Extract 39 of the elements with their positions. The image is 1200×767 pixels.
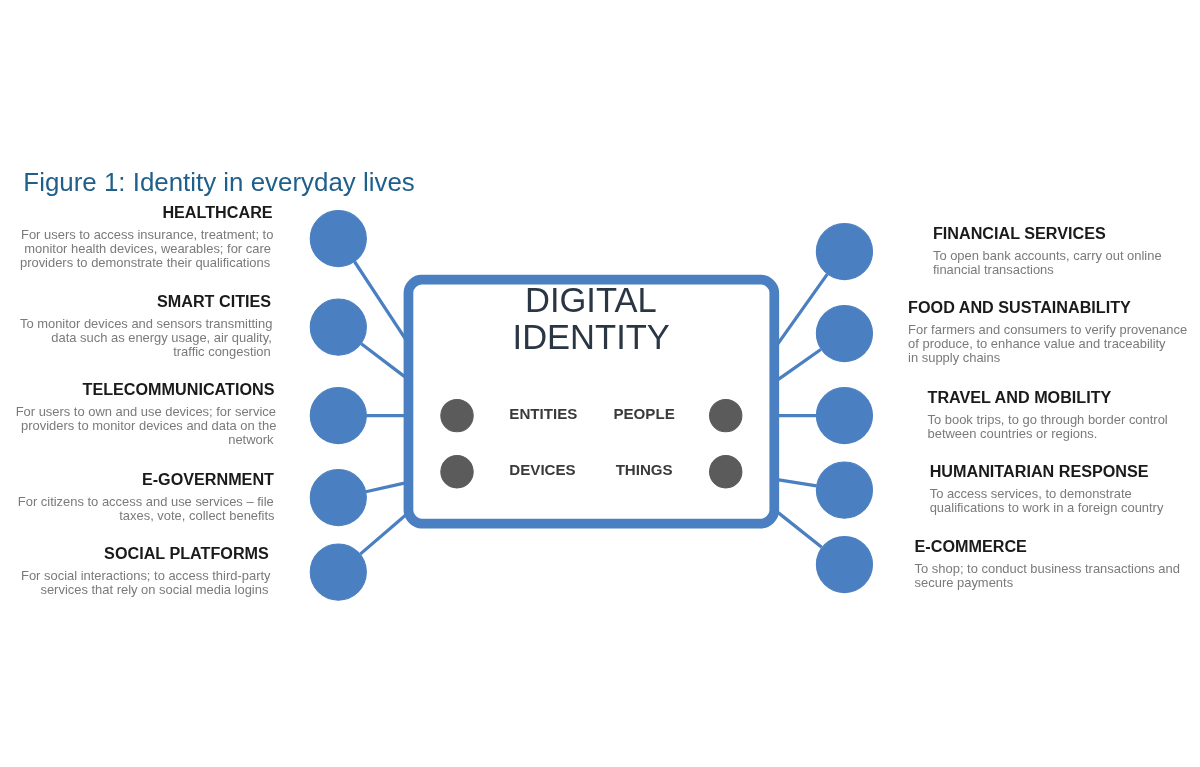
node-circle <box>309 543 367 601</box>
node-circle <box>815 387 874 445</box>
node-circle <box>309 387 367 445</box>
node-label: To access services, to demonstrate qualifications to work in a foreign country <box>929 486 1164 516</box>
node-label: For farmers and consumers to verify provenance of produce, to enhance value and traceability in supply chains <box>908 322 1188 366</box>
node-label: FOOD AND SUSTAINABILITY <box>908 298 1131 317</box>
node-circle <box>309 469 367 527</box>
node-circle <box>709 455 743 489</box>
node-label: THINGS <box>615 461 673 479</box>
node-label: To shop; to conduct business transactions and secure payments <box>914 560 1180 590</box>
node-label: SMART CITIES <box>157 291 272 310</box>
node-label: TELECOMMUNICATIONS <box>82 380 275 399</box>
node-label: E-GOVERNMENT <box>141 469 274 488</box>
node-label: To book trips, to go through border control between countries or regions. <box>927 411 1168 441</box>
node-label: SOCIAL PLATFORMS <box>104 544 269 563</box>
node-label: For social interactions; to access third-party services that rely on social media logins <box>21 568 271 598</box>
node-label: ENTITIES <box>509 405 578 423</box>
node-label: PEOPLE <box>613 405 675 423</box>
node-circle <box>815 535 874 594</box>
node-label: For users to own and use devices; for service providers to monitor devices and data on the network <box>15 404 277 448</box>
node-circle <box>815 305 874 363</box>
node-label: HUMANITARIAN RESPONSE <box>929 462 1149 481</box>
node-label: FINANCIAL SERVICES <box>932 223 1106 242</box>
node-label: E-COMMERCE <box>914 536 1027 555</box>
node-circle <box>815 461 874 519</box>
node-circle <box>709 398 743 433</box>
node-label: To monitor devices and sensors transmitting data such as energy usage, air quality, traffic congestion <box>19 315 273 359</box>
node-circle <box>309 298 367 356</box>
node-label: DEVICES <box>509 461 576 479</box>
node-label: HEALTHCARE <box>162 203 273 222</box>
node-label: To open bank accounts, carry out online financial transactions <box>932 247 1162 277</box>
node-circle <box>815 222 874 281</box>
node-circle <box>440 455 474 489</box>
node-circle <box>309 210 367 268</box>
node-label: For citizens to access and use services – file taxes, vote, collect benefits <box>17 493 275 523</box>
node-circle <box>440 398 474 433</box>
node-label: For users to access insurance, treatment; to monitor health devices, wearables; for care providers to demonstrate their qualifications <box>19 227 274 271</box>
node-label: TRAVEL AND MOBILITY <box>927 387 1112 406</box>
diagram-title: Figure 1: Identity in everyday lives <box>23 168 415 197</box>
